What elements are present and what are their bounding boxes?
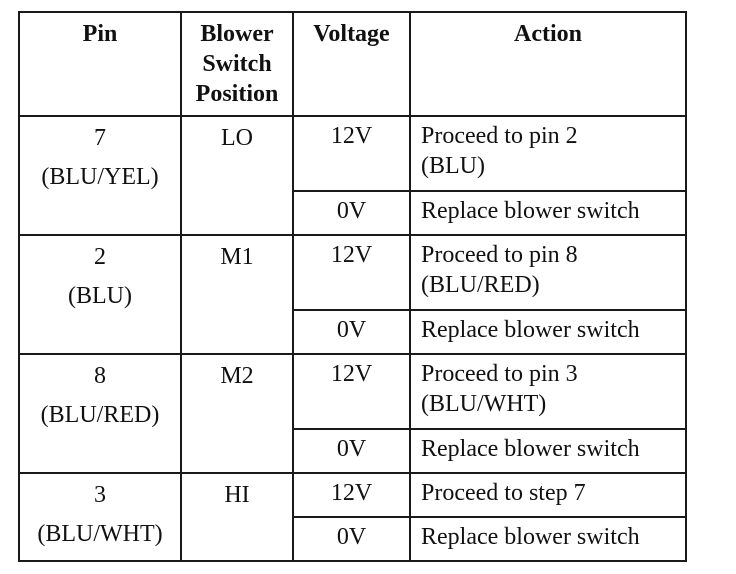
header-position-line-3: Position: [195, 81, 279, 107]
voltage-cell: 12V: [292, 115, 411, 192]
table-header-row: Pin Blower Switch Position Voltage Actio…: [18, 11, 687, 117]
action-line: (BLU/WHT): [421, 391, 547, 417]
switch-position-cell: HI: [180, 472, 294, 562]
action-cell: Replace blower switch: [409, 516, 687, 562]
header-blower-switch-position: Blower Switch Position: [180, 11, 294, 117]
table-row: 7 (BLU/YEL) LO 12V Proceed to pin 2 (BLU…: [18, 115, 687, 236]
header-voltage: Voltage: [292, 11, 411, 117]
header-position-line-1: Blower: [200, 21, 274, 47]
pin-cell: 3 (BLU/WHT): [18, 472, 182, 562]
voltage-cell: 0V: [292, 516, 411, 562]
pin-number: 7: [94, 125, 106, 151]
action-cell: Replace blower switch: [409, 428, 687, 474]
header-position-line-2: Switch: [202, 51, 272, 77]
voltage-cell: 12V: [292, 472, 411, 518]
action-cell: Replace blower switch: [409, 190, 687, 236]
action-cell: Proceed to pin 2 (BLU): [409, 115, 687, 192]
table-row: 0V Replace blower switch: [19, 428, 687, 474]
action-line: Proceed to pin 3: [421, 361, 578, 387]
action-cell: Proceed to pin 3 (BLU/WHT): [409, 353, 687, 430]
pin-number: 2: [94, 244, 106, 270]
voltage-cell: 0V: [292, 428, 411, 474]
pin-cell: 8 (BLU/RED): [18, 353, 182, 474]
header-pin: Pin: [18, 11, 182, 117]
table-row: 8 (BLU/RED) M2 12V Proceed to pin 3 (BLU…: [18, 353, 687, 474]
table-row: 0V Replace blower switch: [19, 309, 687, 355]
pin-number: 8: [94, 363, 106, 389]
blower-switch-test-table: Pin Blower Switch Position Voltage Actio…: [18, 11, 687, 562]
action-line: (BLU/RED): [421, 272, 540, 298]
pin-cell: 2 (BLU): [18, 234, 182, 355]
pin-wire-color: (BLU/WHT): [37, 521, 163, 547]
header-action: Action: [409, 11, 687, 117]
voltage-cell: 12V: [292, 234, 411, 311]
table-row: 0V Replace blower switch: [19, 516, 687, 562]
switch-position-cell: M2: [180, 353, 294, 474]
switch-position-cell: LO: [180, 115, 294, 236]
voltage-cell: 0V: [292, 190, 411, 236]
blower-switch-test-table-container: Pin Blower Switch Position Voltage Actio…: [18, 11, 687, 562]
action-cell: Replace blower switch: [409, 309, 687, 355]
voltage-cell: 12V: [292, 353, 411, 430]
action-cell: Proceed to step 7: [409, 472, 687, 518]
pin-wire-color: (BLU/YEL): [41, 164, 159, 190]
table-row: 3 (BLU/WHT) HI 12V Proceed to step 7: [18, 472, 687, 562]
action-line: (BLU): [421, 153, 485, 179]
table-row: 2 (BLU) M1 12V Proceed to pin 8 (BLU/RED…: [18, 234, 687, 355]
pin-number: 3: [94, 482, 106, 508]
action-cell: Proceed to pin 8 (BLU/RED): [409, 234, 687, 311]
action-line: Proceed to pin 2: [421, 123, 578, 149]
pin-wire-color: (BLU): [68, 283, 132, 309]
pin-cell: 7 (BLU/YEL): [18, 115, 182, 236]
table-row: 0V Replace blower switch: [19, 190, 687, 236]
pin-wire-color: (BLU/RED): [40, 402, 160, 428]
switch-position-cell: M1: [180, 234, 294, 355]
action-line: Proceed to pin 8: [421, 242, 578, 268]
voltage-cell: 0V: [292, 309, 411, 355]
